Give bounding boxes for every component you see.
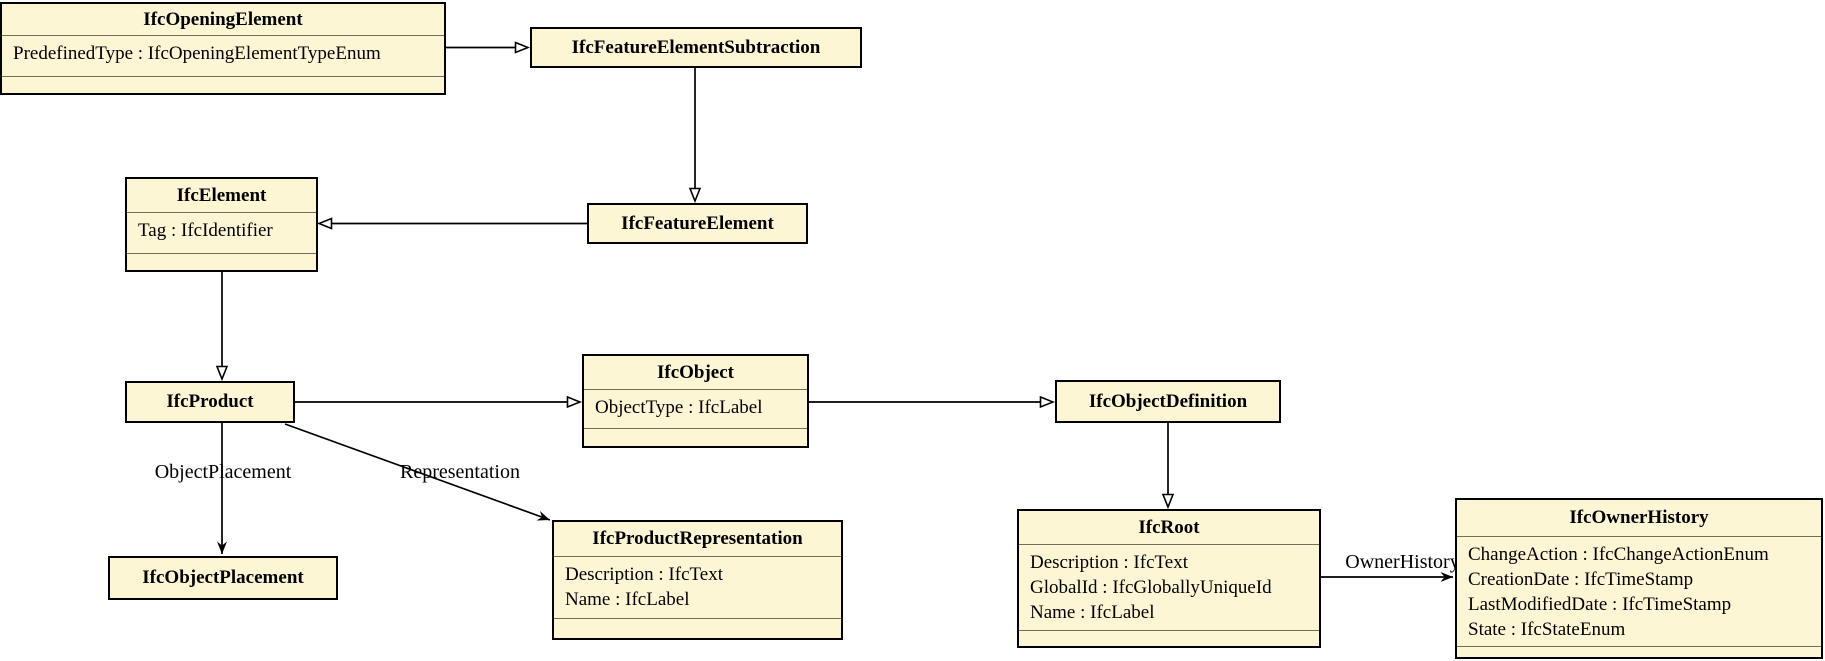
class-title: IfcObjectDefinition [1088,390,1248,412]
class-title: IfcFeatureElementSubtraction [571,36,821,58]
class-title: IfcObjectPlacement [142,567,304,588]
class-ifcproductrepresentation: IfcProductRepresentation Description : I… [552,520,843,640]
attribute: LastModifiedDate : IfcTimeStamp [1468,594,1732,615]
class-operations-empty [1457,646,1821,661]
attribute: State : IfcStateEnum [1468,619,1626,640]
edge-label-objectplacement: ObjectPlacement [154,461,292,483]
class-ifcroot: IfcRoot Description : IfcText GlobalId :… [1017,509,1321,648]
edge-label-representation: Representation [400,461,520,483]
class-operations-empty [554,618,841,638]
class-attributes: ObjectType : IfcLabel [584,389,807,428]
class-ifcobject: IfcObject ObjectType : IfcLabel [582,354,809,448]
attribute: ChangeAction : IfcChangeActionEnum [1468,544,1769,565]
attribute: Description : IfcText [565,564,724,585]
attribute: CreationDate : IfcTimeStamp [1468,569,1694,590]
class-title: IfcOwnerHistory [1569,507,1709,528]
class-attributes: Tag : IfcIdentifier [127,212,316,253]
edge-label-ownerhistory: OwnerHistory [1345,551,1460,573]
class-title: IfcOpeningElement [143,8,303,30]
class-title: IfcFeatureElement [621,212,774,234]
class-ifcelement: IfcElement Tag : IfcIdentifier [125,177,318,272]
attribute: Name : IfcLabel [1030,602,1155,623]
attribute: Tag : IfcIdentifier [138,220,273,241]
class-title: IfcElement [176,184,267,206]
class-title: IfcRoot [1138,516,1200,538]
class-operations-empty [584,428,807,446]
class-ifcfeatureelement: IfcFeatureElement [587,203,808,244]
class-operations-empty [1019,630,1319,646]
class-title: IfcObject [656,361,735,383]
class-title: IfcProduct [166,391,254,412]
class-ifcownerhistory: IfcOwnerHistory ChangeAction : IfcChange… [1455,498,1823,659]
class-ifcobjectdefinition: IfcObjectDefinition [1055,380,1281,423]
class-attributes: Description : IfcText Name : IfcLabel [554,556,841,618]
class-attributes: Description : IfcText GlobalId : IfcGlob… [1019,544,1319,630]
class-operations-empty [2,76,444,93]
class-ifcopeningelement: IfcOpeningElement PredefinedType : IfcOp… [0,2,446,95]
attribute: Name : IfcLabel [565,589,690,610]
attribute: PredefinedType : IfcOpeningElementTypeEn… [13,43,381,64]
class-ifcfeatureelementsubtraction: IfcFeatureElementSubtraction [530,27,862,68]
attribute: Description : IfcText [1030,552,1189,573]
class-title: IfcProductRepresentation [592,528,803,549]
attribute: ObjectType : IfcLabel [595,397,763,418]
attribute: GlobalId : IfcGloballyUniqueId [1030,577,1272,598]
class-ifcproduct: IfcProduct [125,381,295,423]
class-attributes: PredefinedType : IfcOpeningElementTypeEn… [2,35,444,76]
class-ifcobjectplacement: IfcObjectPlacement [108,556,338,600]
class-attributes: ChangeAction : IfcChangeActionEnum Creat… [1457,536,1821,646]
class-operations-empty [127,253,316,270]
